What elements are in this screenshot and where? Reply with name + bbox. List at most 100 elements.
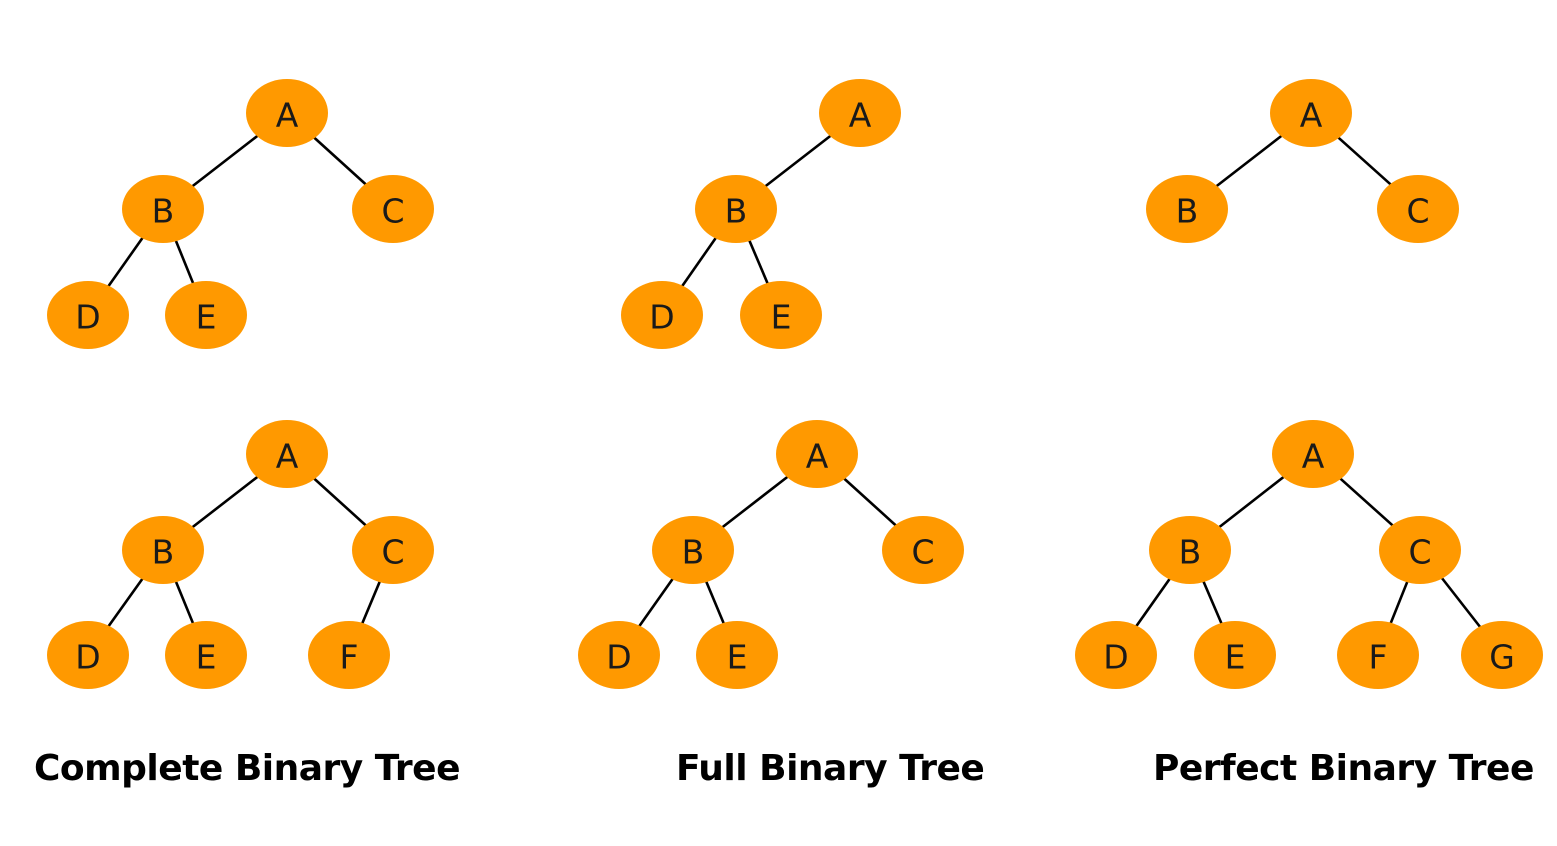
node-label: B xyxy=(152,192,175,231)
node-ellipse xyxy=(696,621,778,689)
node-ellipse xyxy=(1337,621,1419,689)
node-d: D xyxy=(47,621,129,689)
node-d: D xyxy=(578,621,660,689)
node-ellipse xyxy=(1461,621,1543,689)
tree-full-top: A B D E xyxy=(621,79,901,349)
edge-b-e xyxy=(173,577,196,628)
node-a: A xyxy=(1270,79,1352,147)
node-ellipse xyxy=(122,516,204,584)
node-c: C xyxy=(352,175,434,243)
node-label: C xyxy=(911,533,934,572)
node-ellipse xyxy=(165,621,247,689)
edge-a-c xyxy=(1336,475,1397,529)
node-ellipse xyxy=(1272,420,1354,488)
node-e: E xyxy=(696,621,778,689)
node-label: D xyxy=(75,638,100,677)
node-ellipse xyxy=(740,281,822,349)
edge-c-f xyxy=(359,577,383,628)
node-label: C xyxy=(1406,192,1429,231)
node-label: B xyxy=(152,533,175,572)
tree-complete-bottom: A B C D E F xyxy=(47,420,434,689)
edge-a-b xyxy=(1215,473,1288,531)
node-f: F xyxy=(308,621,390,689)
node-f: F xyxy=(1337,621,1419,689)
node-b: B xyxy=(122,516,204,584)
node-d: D xyxy=(1075,621,1157,689)
tree-perfect-top: A B C xyxy=(1146,79,1459,243)
node-label: G xyxy=(1489,638,1515,677)
node-label: B xyxy=(1176,192,1199,231)
node-label: D xyxy=(606,638,631,677)
node-g: G xyxy=(1461,621,1543,689)
node-ellipse xyxy=(1270,79,1352,147)
node-label: A xyxy=(276,437,299,476)
node-label: C xyxy=(381,192,404,231)
node-c: C xyxy=(882,516,964,584)
edge-a-c xyxy=(1334,134,1395,188)
node-a: A xyxy=(246,420,328,488)
caption-complete-binary-tree: Complete Binary Tree xyxy=(34,748,461,789)
node-d: D xyxy=(621,281,703,349)
edge-a-c xyxy=(840,475,900,529)
node-a: A xyxy=(246,79,328,147)
node-ellipse xyxy=(1149,516,1231,584)
node-ellipse xyxy=(122,175,204,243)
edge-b-d xyxy=(1133,575,1173,630)
node-d: D xyxy=(47,281,129,349)
edge-b-e xyxy=(173,237,196,287)
node-ellipse xyxy=(246,79,328,147)
node-ellipse xyxy=(352,516,434,584)
tree-complete-top: A B C D E xyxy=(47,79,434,349)
node-c: C xyxy=(1379,516,1461,584)
node-label: C xyxy=(1408,533,1431,572)
node-label: A xyxy=(276,96,299,135)
node-ellipse xyxy=(1075,621,1157,689)
edge-b-d xyxy=(636,575,676,630)
node-ellipse xyxy=(1146,175,1228,243)
edge-a-b xyxy=(189,132,261,190)
node-label: D xyxy=(75,298,100,337)
node-label: B xyxy=(682,533,705,572)
node-ellipse xyxy=(165,281,247,349)
node-label: F xyxy=(340,638,359,677)
edge-a-b xyxy=(1213,132,1285,190)
node-e: E xyxy=(1194,621,1276,689)
node-label: C xyxy=(381,533,404,572)
node-label: B xyxy=(725,192,748,231)
edge-b-e xyxy=(703,577,727,628)
node-label: E xyxy=(1225,638,1246,677)
edge-a-b xyxy=(719,473,791,531)
node-b: B xyxy=(1146,175,1228,243)
node-e: E xyxy=(165,281,247,349)
node-ellipse xyxy=(1379,516,1461,584)
edge-c-g xyxy=(1438,574,1484,631)
node-e: E xyxy=(165,621,247,689)
node-e: E xyxy=(740,281,822,349)
tree-full-bottom: A B C D E xyxy=(578,420,964,689)
node-ellipse xyxy=(352,175,434,243)
node-label: A xyxy=(849,96,872,135)
node-label: D xyxy=(1103,638,1128,677)
edge-c-f xyxy=(1388,578,1410,627)
node-a: A xyxy=(776,420,858,488)
node-ellipse xyxy=(882,516,964,584)
node-ellipse xyxy=(652,516,734,584)
node-label: B xyxy=(1179,533,1202,572)
node-ellipse xyxy=(819,79,901,147)
node-ellipse xyxy=(47,281,129,349)
node-b: B xyxy=(695,175,777,243)
edge-b-e xyxy=(746,236,771,288)
node-label: E xyxy=(196,638,217,677)
edge-b-d xyxy=(105,575,146,630)
node-label: D xyxy=(649,298,674,337)
edge-b-d xyxy=(105,234,146,290)
node-b: B xyxy=(652,516,734,584)
caption-perfect-binary-tree: Perfect Binary Tree xyxy=(1153,748,1534,789)
node-ellipse xyxy=(621,281,703,349)
edge-a-b xyxy=(189,473,261,531)
node-label: E xyxy=(727,638,748,677)
node-ellipse xyxy=(308,621,390,689)
node-ellipse xyxy=(776,420,858,488)
node-label: A xyxy=(1300,96,1323,135)
edge-b-d xyxy=(679,234,719,290)
